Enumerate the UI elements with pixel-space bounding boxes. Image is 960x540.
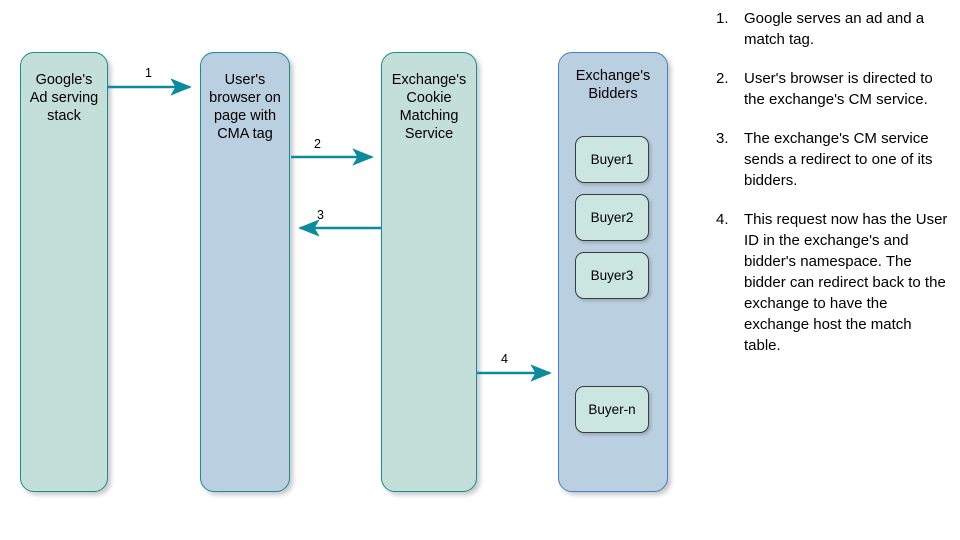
bidder-item-buyer2[interactable]: Buyer2 bbox=[575, 194, 649, 241]
legend-item-3: 3. The exchange's CM service sends a red… bbox=[700, 128, 952, 191]
bidder-label: Buyer-n bbox=[588, 402, 636, 417]
legend-item-text: This request now has the User ID in the … bbox=[744, 211, 948, 354]
bidder-item-buyer-n[interactable]: Buyer-n bbox=[575, 386, 649, 433]
bidder-label: Buyer1 bbox=[590, 152, 634, 167]
node-exchange-cookie-matching-service[interactable]: Exchange's Cookie Matching Service bbox=[381, 52, 477, 492]
legend-item-text: Google serves an ad and a match tag. bbox=[744, 10, 925, 48]
node-user-browser[interactable]: User's browser on page with CMA tag bbox=[200, 52, 290, 492]
arrow-4-label: 4 bbox=[501, 352, 508, 366]
arrow-3-label: 3 bbox=[317, 208, 324, 222]
bidder-item-buyer3[interactable]: Buyer3 bbox=[575, 252, 649, 299]
legend-item-number: 4. bbox=[716, 211, 729, 228]
legend-item-number: 2. bbox=[716, 70, 729, 87]
steps-legend: 1. Google serves an ad and a match tag. … bbox=[700, 8, 952, 374]
legend-item-number: 3. bbox=[716, 130, 729, 147]
node-label: Google's Ad serving stack bbox=[29, 72, 99, 124]
bidder-label: Buyer3 bbox=[590, 268, 634, 283]
legend-item-text: User's browser is directed to the exchan… bbox=[744, 70, 933, 108]
node-label: Exchange's Cookie Matching Service bbox=[391, 72, 467, 142]
bidder-item-buyer1[interactable]: Buyer1 bbox=[575, 136, 649, 183]
node-label: User's browser on page with CMA tag bbox=[209, 72, 281, 142]
legend-item-1: 1. Google serves an ad and a match tag. bbox=[700, 8, 952, 50]
bidder-label: Buyer2 bbox=[590, 210, 634, 225]
arrow-2-label: 2 bbox=[314, 137, 321, 151]
node-label: Exchange's Bidders bbox=[575, 68, 651, 102]
node-google-ad-serving-stack[interactable]: Google's Ad serving stack bbox=[20, 52, 108, 492]
legend-item-4: 4. This request now has the User ID in t… bbox=[700, 209, 952, 356]
legend-item-text: The exchange's CM service sends a redire… bbox=[744, 130, 933, 189]
arrow-1-label: 1 bbox=[145, 66, 152, 80]
legend-item-2: 2. User's browser is directed to the exc… bbox=[700, 68, 952, 110]
legend-item-number: 1. bbox=[716, 10, 729, 27]
